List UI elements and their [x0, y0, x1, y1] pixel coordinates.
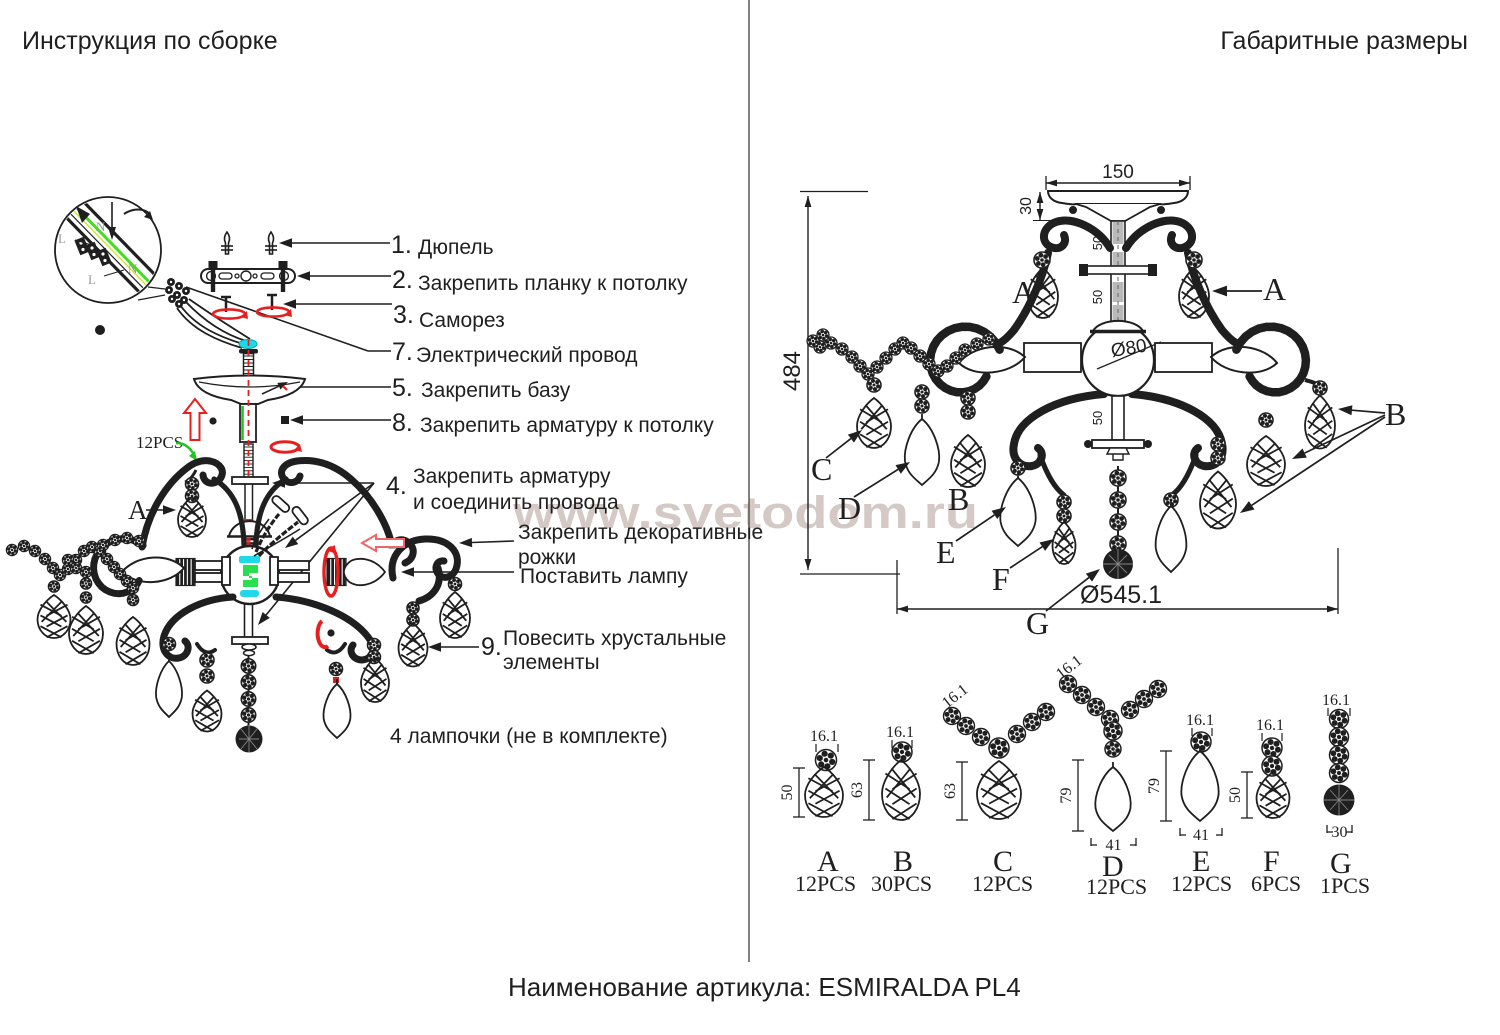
svg-text:C: C	[993, 845, 1013, 878]
svg-text:G: G	[1026, 605, 1049, 641]
svg-text:50: 50	[1090, 290, 1105, 304]
svg-text:3.: 3.	[393, 301, 414, 329]
svg-text:16.1: 16.1	[1186, 712, 1214, 729]
svg-text:30: 30	[1018, 197, 1035, 215]
svg-text:12PCS: 12PCS	[1171, 871, 1232, 896]
svg-text:16.1: 16.1	[1322, 692, 1350, 709]
svg-text:www.svetodom.ru: www.svetodom.ru	[512, 487, 978, 538]
svg-text:F: F	[1263, 845, 1280, 878]
svg-text:1PCS: 1PCS	[1320, 873, 1370, 898]
svg-text:16.1: 16.1	[1256, 717, 1284, 734]
svg-text:Электрический провод: Электрический провод	[416, 344, 638, 367]
svg-text:4 лампочки (не в комплекте): 4 лампочки (не в комплекте)	[390, 725, 668, 748]
svg-text:элементы: элементы	[503, 651, 600, 674]
svg-text:C: C	[811, 451, 832, 487]
svg-text:50: 50	[779, 785, 796, 801]
svg-text:6PCS: 6PCS	[1251, 871, 1301, 896]
svg-text:Поставить лампу: Поставить лампу	[520, 565, 688, 588]
svg-text:16.1: 16.1	[886, 724, 914, 741]
svg-text:8.: 8.	[392, 409, 413, 437]
svg-text:E: E	[936, 534, 956, 570]
svg-text:30PCS: 30PCS	[871, 871, 932, 896]
svg-text:41: 41	[1193, 827, 1209, 844]
svg-text:Закрепить декоративные: Закрепить декоративные	[518, 521, 763, 544]
svg-text:B: B	[948, 481, 969, 517]
svg-text:B: B	[1385, 396, 1406, 432]
svg-text:63: 63	[849, 782, 866, 798]
svg-text:50: 50	[1090, 411, 1105, 425]
svg-text:A: A	[817, 845, 839, 878]
svg-text:63: 63	[942, 783, 959, 799]
svg-text:4.: 4.	[386, 472, 407, 500]
svg-text:1.: 1.	[391, 231, 412, 259]
svg-text:Закрепить арматуру: Закрепить арматуру	[413, 465, 611, 488]
svg-text:Дюпель: Дюпель	[418, 236, 494, 259]
svg-text:D: D	[838, 490, 861, 526]
svg-text:D: D	[1102, 850, 1124, 883]
svg-text:Закрепить планку к потолку: Закрепить планку к потолку	[418, 272, 688, 295]
svg-text:Наименование артикула: ESMIRAL: Наименование артикула: ESMIRALDA PL4	[508, 972, 1021, 1002]
svg-text:N: N	[96, 219, 106, 234]
svg-text:9.: 9.	[481, 633, 502, 661]
svg-text:и соединить провода: и соединить провода	[413, 491, 619, 514]
svg-text:Саморез: Саморез	[419, 309, 505, 332]
svg-text:7.: 7.	[392, 338, 413, 366]
svg-text:12PCS: 12PCS	[972, 871, 1033, 896]
svg-text:Закрепить арматуру к потолку: Закрепить арматуру к потолку	[420, 414, 714, 437]
svg-text:A: A	[128, 495, 148, 525]
svg-text:Повесить хрустальные: Повесить хрустальные	[503, 627, 726, 650]
svg-text:484: 484	[779, 351, 806, 391]
svg-text:79: 79	[1058, 788, 1075, 804]
svg-text:Инструкция по сборке: Инструкция по сборке	[22, 27, 278, 55]
svg-text:12PCS: 12PCS	[1086, 874, 1147, 899]
svg-text:Габаритные размеры: Габаритные размеры	[1220, 27, 1468, 55]
svg-text:N: N	[128, 261, 138, 276]
svg-text:12PCS: 12PCS	[136, 433, 183, 452]
svg-text:F: F	[992, 561, 1010, 597]
svg-text:G: G	[1330, 847, 1352, 880]
svg-text:41: 41	[1106, 837, 1122, 854]
svg-text:Закрепить базу: Закрепить базу	[421, 379, 571, 402]
svg-text:2.: 2.	[392, 266, 413, 294]
svg-text:16.1: 16.1	[810, 728, 838, 745]
svg-text:30: 30	[1332, 824, 1348, 841]
svg-text:B: B	[893, 845, 913, 878]
svg-text:L: L	[88, 272, 96, 287]
svg-text:рожки: рожки	[518, 546, 576, 569]
svg-text:Ø545.1: Ø545.1	[1080, 581, 1162, 609]
svg-text:A: A	[1012, 274, 1035, 310]
svg-text:150: 150	[1102, 162, 1134, 183]
svg-text:79: 79	[1146, 778, 1163, 794]
svg-text:A: A	[1263, 271, 1286, 307]
svg-text:5.: 5.	[392, 374, 413, 402]
svg-text:L: L	[58, 231, 66, 246]
svg-text:12PCS: 12PCS	[795, 871, 856, 896]
svg-text:50: 50	[1227, 787, 1244, 803]
svg-text:E: E	[1192, 845, 1210, 878]
